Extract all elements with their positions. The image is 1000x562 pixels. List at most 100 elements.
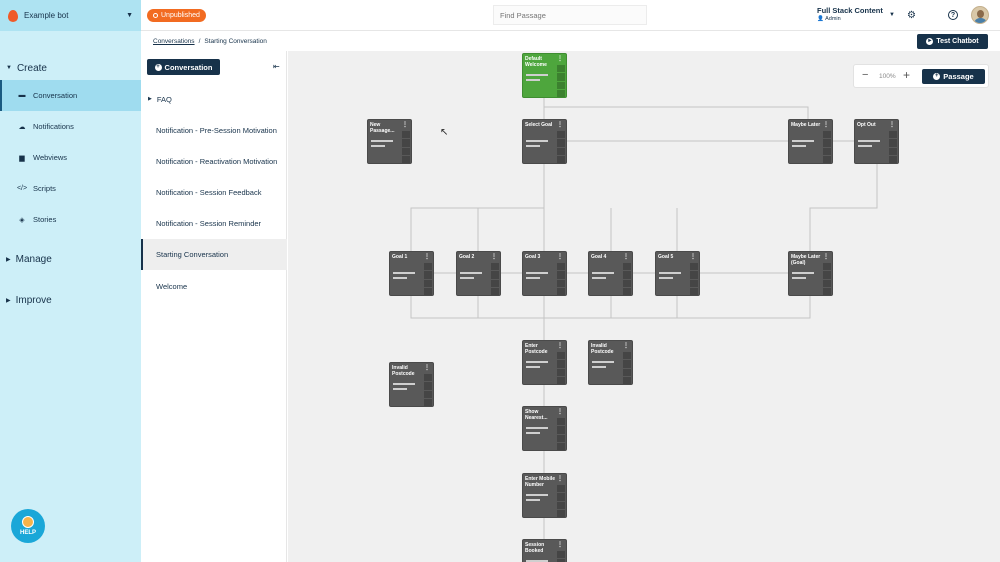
passage-node-session-booked[interactable]: Session Booked ⋮ xyxy=(522,539,567,562)
cloud-icon: ☁ xyxy=(18,123,26,131)
nav-section-improve[interactable]: ▶ Improve xyxy=(0,290,141,310)
passage-item[interactable]: Notification - Reactivation Motivation xyxy=(141,150,287,172)
help-button[interactable]: HELP xyxy=(11,509,45,543)
nav-item-label: Conversation xyxy=(33,91,78,100)
test-chatbot-button[interactable]: ▸ Test Chatbot xyxy=(917,34,988,49)
passage-node-maybe-later-goal[interactable]: Maybe Later (Goal)⋮ xyxy=(788,251,833,296)
chevron-down-icon[interactable]: ▼ xyxy=(889,12,895,18)
user-name: Full Stack Content xyxy=(817,6,883,15)
passage-node-invalid-postcode-right[interactable]: Invalid Postcode ⋮ xyxy=(588,340,633,385)
node-side-controls xyxy=(424,374,432,406)
help-circle-icon[interactable]: ? xyxy=(948,10,958,20)
kebab-menu-icon[interactable]: ⋮ xyxy=(557,56,563,62)
new-conversation-button[interactable]: + Conversation xyxy=(147,59,220,75)
passage-node-maybe-later[interactable]: Maybe Later⋮ xyxy=(788,119,833,164)
nav-item-label: Scripts xyxy=(33,184,56,193)
nav-item-stories[interactable]: ◈ Stories xyxy=(0,204,141,235)
node-side-controls xyxy=(623,263,631,295)
passage-node-default-welcome[interactable]: Default Welcome⋮ xyxy=(522,53,567,98)
window-icon: ▆ xyxy=(19,154,25,162)
kebab-menu-icon[interactable]: ⋮ xyxy=(491,254,497,260)
kebab-menu-icon[interactable]: ⋮ xyxy=(402,122,408,128)
nav-item-webviews[interactable]: ▆ Webviews xyxy=(0,142,141,173)
kebab-menu-icon[interactable]: ⋮ xyxy=(623,254,629,260)
connection-line xyxy=(809,164,878,251)
kebab-menu-icon[interactable]: ⋮ xyxy=(823,122,829,128)
content-line xyxy=(460,277,474,279)
node-title: Invalid Postcode xyxy=(591,343,614,355)
content-line xyxy=(659,277,673,279)
new-conversation-label: Conversation xyxy=(164,62,213,72)
bot-selector[interactable]: Example bot ▼ xyxy=(0,0,141,31)
passage-item[interactable]: Notification - Session Feedback xyxy=(141,186,287,198)
nav-item-notifications[interactable]: ☁ Notifications xyxy=(0,111,141,142)
passage-node-goal-4[interactable]: Goal 4 ⋮ xyxy=(588,251,633,296)
flow-canvas[interactable]: Default Welcome⋮New Passage...⋮Select Go… xyxy=(288,51,1000,562)
add-passage-button[interactable]: + Passage xyxy=(922,69,985,84)
kebab-menu-icon[interactable]: ⋮ xyxy=(823,254,829,260)
kebab-menu-icon[interactable]: ⋮ xyxy=(424,365,430,371)
passage-item-active[interactable]: Starting Conversation xyxy=(141,239,287,270)
status-badge[interactable]: Unpublished xyxy=(147,9,206,22)
content-line xyxy=(592,361,614,363)
passage-item[interactable]: Welcome xyxy=(141,280,287,292)
passage-node-new-passage[interactable]: New Passage... ⋮ xyxy=(367,119,412,164)
passage-item[interactable]: Notification - Session Reminder xyxy=(141,217,287,229)
kebab-menu-icon[interactable]: ⋮ xyxy=(557,409,563,415)
passage-node-show-nearest[interactable]: Show Nearest...⋮ xyxy=(522,406,567,451)
content-line xyxy=(371,145,385,147)
passage-item[interactable]: Notification - Pre-Session Motivation xyxy=(141,119,287,141)
content-line xyxy=(526,74,548,76)
nav-item-conversation[interactable]: ▬ Conversation xyxy=(0,80,141,111)
node-title: Invalid Postcode xyxy=(392,365,415,377)
passage-node-goal-2[interactable]: Goal 2⋮ xyxy=(456,251,501,296)
content-line xyxy=(526,499,540,501)
kebab-menu-icon[interactable]: ⋮ xyxy=(889,122,895,128)
zoom-controls: − 100% + + Passage xyxy=(853,64,989,88)
person-icon: 👤 xyxy=(817,16,824,22)
kebab-menu-icon[interactable]: ⋮ xyxy=(557,254,563,260)
nav-section-create[interactable]: ▼ Create xyxy=(0,58,141,78)
support-avatar-icon xyxy=(22,516,34,528)
content-line xyxy=(526,366,540,368)
zoom-in-button[interactable]: + xyxy=(903,68,911,82)
kebab-menu-icon[interactable]: ⋮ xyxy=(557,122,563,128)
passage-node-select-goal[interactable]: Select Goal⋮ xyxy=(522,119,567,164)
node-side-controls xyxy=(889,131,897,163)
kebab-menu-icon[interactable]: ⋮ xyxy=(557,343,563,349)
passage-node-invalid-postcode-left[interactable]: Invalid Postcode ⋮ xyxy=(389,362,434,407)
gear-icon[interactable]: ⚙ xyxy=(907,10,916,21)
passage-label: Notification - Session Reminder xyxy=(156,218,262,228)
kebab-menu-icon[interactable]: ⋮ xyxy=(623,343,629,349)
passage-node-enter-postcode[interactable]: Enter Postcode⋮ xyxy=(522,340,567,385)
content-line xyxy=(792,140,814,142)
kebab-menu-icon[interactable]: ⋮ xyxy=(690,254,696,260)
passage-item-faq[interactable]: ▶ FAQ xyxy=(141,93,287,105)
breadcrumb-link-conversations[interactable]: Conversations xyxy=(153,38,195,45)
passage-node-goal-5[interactable]: Goal 5⋮ xyxy=(655,251,700,296)
zoom-out-button[interactable]: − xyxy=(862,69,869,81)
node-side-controls xyxy=(557,263,565,295)
passage-node-opt-out[interactable]: Opt Out⋮ xyxy=(854,119,899,164)
content-line xyxy=(393,277,407,279)
node-title: Maybe Later xyxy=(791,122,821,128)
connection-lines xyxy=(410,98,878,539)
content-line xyxy=(792,145,806,147)
passage-node-goal-3[interactable]: Goal 3 ⋮ xyxy=(522,251,567,296)
kebab-menu-icon[interactable]: ⋮ xyxy=(557,476,563,482)
kebab-menu-icon[interactable]: ⋮ xyxy=(424,254,430,260)
kebab-menu-icon[interactable]: ⋮ xyxy=(557,542,563,548)
passage-node-enter-mobile[interactable]: Enter Mobile Number⋮ xyxy=(522,473,567,518)
passage-node-goal-1[interactable]: Goal 1⋮ xyxy=(389,251,434,296)
find-passage-input[interactable] xyxy=(493,5,647,25)
node-title: Goal 4 xyxy=(591,254,607,260)
node-title: New Passage... xyxy=(370,122,395,134)
nav-item-scripts[interactable]: </> Scripts xyxy=(0,173,141,204)
node-title: Goal 3 xyxy=(525,254,541,260)
avatar[interactable] xyxy=(971,6,989,24)
nav-section-manage[interactable]: ▶ Manage xyxy=(0,249,141,269)
content-line xyxy=(659,272,681,274)
node-title: Session Booked xyxy=(525,542,545,554)
user-menu[interactable]: Full Stack Content 👤 Admin xyxy=(817,6,883,22)
collapse-icon[interactable]: ⇤ xyxy=(273,62,280,71)
